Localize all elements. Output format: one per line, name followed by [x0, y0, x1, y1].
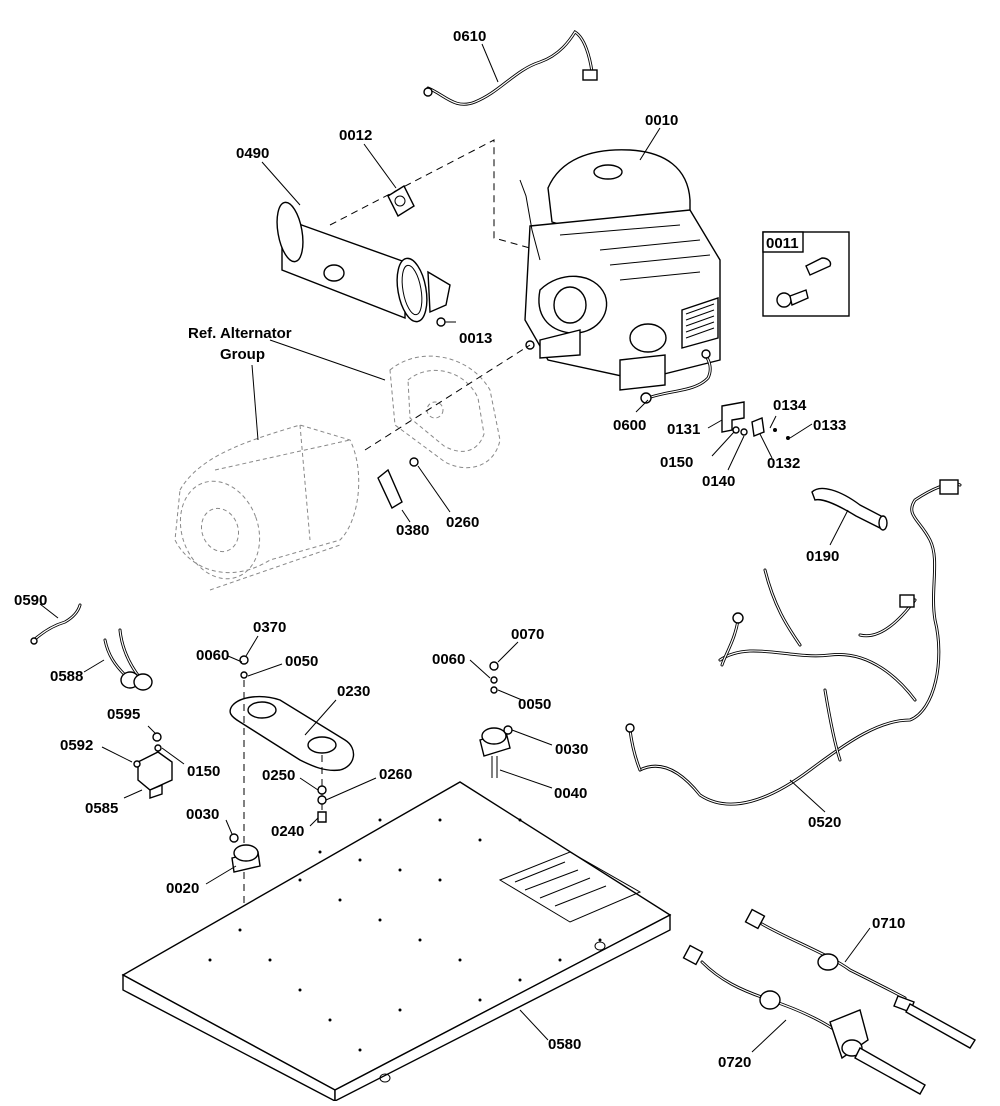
label-0260-lower: 0260: [379, 766, 412, 783]
label-0070: 0070: [511, 626, 544, 643]
ground-wire-0610: [423, 29, 598, 106]
label-0370: 0370: [253, 619, 286, 636]
label-ref-alternator-group: Group: [220, 346, 265, 363]
isolator-mount-0020: [205, 819, 261, 885]
label-0060-right: 0060: [432, 651, 465, 668]
label-0260-upper: 0260: [446, 514, 479, 531]
label-0030-left: 0030: [186, 806, 219, 823]
label-0600: 0600: [613, 417, 646, 434]
label-0060-left: 0060: [196, 647, 229, 664]
isolator-mount-0030: [469, 641, 553, 789]
label-0010: 0010: [645, 112, 678, 129]
wire-harness-0520: [625, 479, 962, 813]
label-0610: 0610: [453, 28, 486, 45]
hardware-0250-0260-0240: [299, 777, 377, 827]
label-0050-left: 0050: [285, 653, 318, 670]
label-0592: 0592: [60, 737, 93, 754]
label-ref-alternator: Ref. Alternator: [188, 325, 292, 342]
label-0588: 0588: [50, 668, 83, 685]
gasket-0012: [363, 143, 415, 218]
label-0131: 0131: [667, 421, 700, 438]
battery-cable-0588: [83, 628, 153, 691]
mounting-rail-0230: [227, 635, 355, 990]
label-0230: 0230: [337, 683, 370, 700]
washer-0260-upper: [409, 457, 451, 513]
stator-ghost: [174, 364, 360, 591]
temperature-sensor-0710: [744, 908, 976, 1049]
engine-0010: [519, 127, 721, 391]
label-0595: 0595: [107, 706, 140, 723]
label-0030-right: 0030: [555, 741, 588, 758]
hose-0190: [811, 487, 888, 546]
label-0134: 0134: [773, 397, 807, 414]
label-0020: 0020: [166, 880, 199, 897]
alternator-housing: [269, 339, 501, 469]
screw-0013: [436, 317, 456, 327]
label-0190: 0190: [806, 548, 839, 565]
label-0590: 0590: [14, 592, 47, 609]
label-0050-right: 0050: [518, 696, 551, 713]
label-0520: 0520: [808, 814, 841, 831]
label-0133: 0133: [813, 417, 846, 434]
inset-box-0011: [762, 231, 850, 317]
label-0580: 0580: [548, 1036, 581, 1053]
label-0710: 0710: [872, 915, 905, 932]
label-0380: 0380: [396, 522, 429, 539]
cable-0600: [635, 349, 712, 413]
wire-0590: [30, 603, 82, 645]
label-0040: 0040: [554, 785, 587, 802]
label-0250: 0250: [262, 767, 295, 784]
temperature-sensor-0720: [682, 944, 926, 1095]
label-0013: 0013: [459, 330, 492, 347]
label-0140: 0140: [702, 473, 735, 490]
muffler-0490: [261, 161, 451, 323]
label-0132: 0132: [767, 455, 800, 472]
solenoid-0585: [101, 725, 185, 799]
label-0150-upper: 0150: [660, 454, 693, 471]
base-frame-0580: [121, 781, 672, 1103]
label-0585: 0585: [85, 800, 118, 817]
label-0240: 0240: [271, 823, 304, 840]
bolt-0380: [377, 468, 411, 523]
label-0490: 0490: [236, 145, 269, 162]
label-0720: 0720: [718, 1054, 751, 1071]
label-0011: 0011: [766, 235, 799, 252]
label-0150-lower: 0150: [187, 763, 220, 780]
bracket-group-0131: [707, 401, 813, 471]
label-0012: 0012: [339, 127, 372, 144]
